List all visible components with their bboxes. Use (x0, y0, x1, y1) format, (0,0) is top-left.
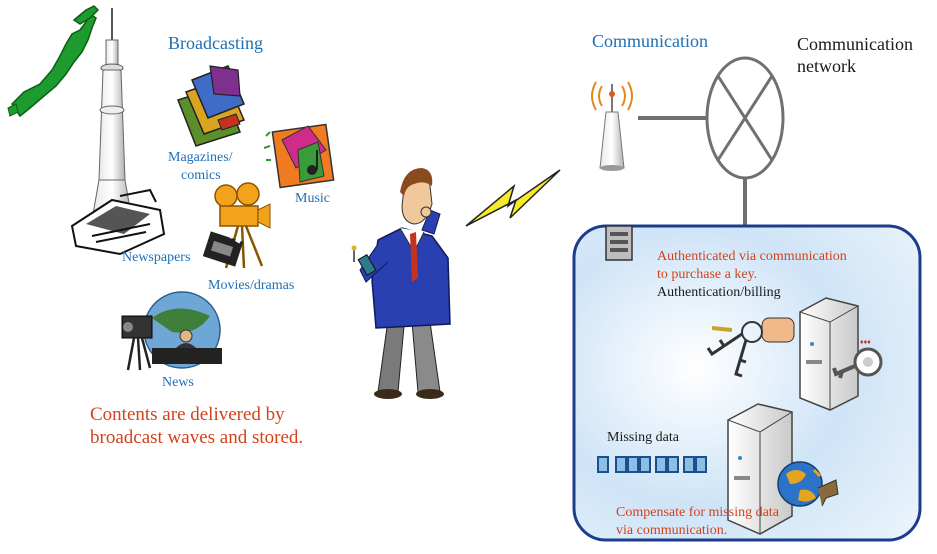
auth-billing-label: Authentication/billing (657, 285, 781, 300)
communication-title: Communication (592, 31, 708, 51)
keys-icon (706, 317, 795, 378)
person-with-phone-icon (351, 168, 451, 399)
key-icon: ♦♦♦ (832, 339, 883, 379)
magazines-label-line2: comics (181, 168, 221, 183)
clapperboard-icon (202, 224, 244, 267)
newspapers-label: Newspapers (122, 250, 191, 265)
news-label: News (162, 375, 194, 390)
data-blocks-icon (597, 456, 707, 473)
antenna-icon (591, 81, 633, 171)
broadcast-caption-line1: Contents are delivered by (90, 404, 285, 425)
newspapers-icon (70, 188, 166, 256)
compensate-note-line2: via communication. (616, 523, 728, 538)
music-label: Music (295, 191, 330, 206)
network-node-icon (705, 56, 785, 180)
broadcasting-title: Broadcasting (168, 33, 263, 53)
magazines-label-line1: Magazines/ (168, 150, 233, 165)
broadcast-tower-icon (91, 8, 133, 221)
movies-label: Movies/dramas (208, 278, 295, 293)
japan-map-icon (7, 5, 100, 118)
communication-network-label-line2: network (797, 56, 856, 76)
magazines-icon (177, 65, 246, 147)
communication-network-label-line1: Communication (797, 34, 913, 54)
movie-camera-icon (214, 182, 271, 269)
auth-note-line1: Authenticated via communication (657, 249, 847, 264)
lightning-bolt-icon (465, 169, 561, 227)
small-server-icon (605, 225, 633, 261)
compensate-note-line1: Compensate for missing data (616, 505, 779, 520)
missing-data-label: Missing data (607, 430, 679, 445)
server-icon (799, 297, 859, 411)
globe-icon (777, 461, 839, 507)
music-icon (263, 123, 335, 189)
broadcast-caption-line2: broadcast waves and stored. (90, 427, 304, 448)
server-icon (727, 403, 793, 535)
news-studio-icon (121, 291, 222, 371)
auth-note-line2: to purchase a key. (657, 267, 758, 282)
svg-text:♦♦♦: ♦♦♦ (860, 339, 871, 346)
